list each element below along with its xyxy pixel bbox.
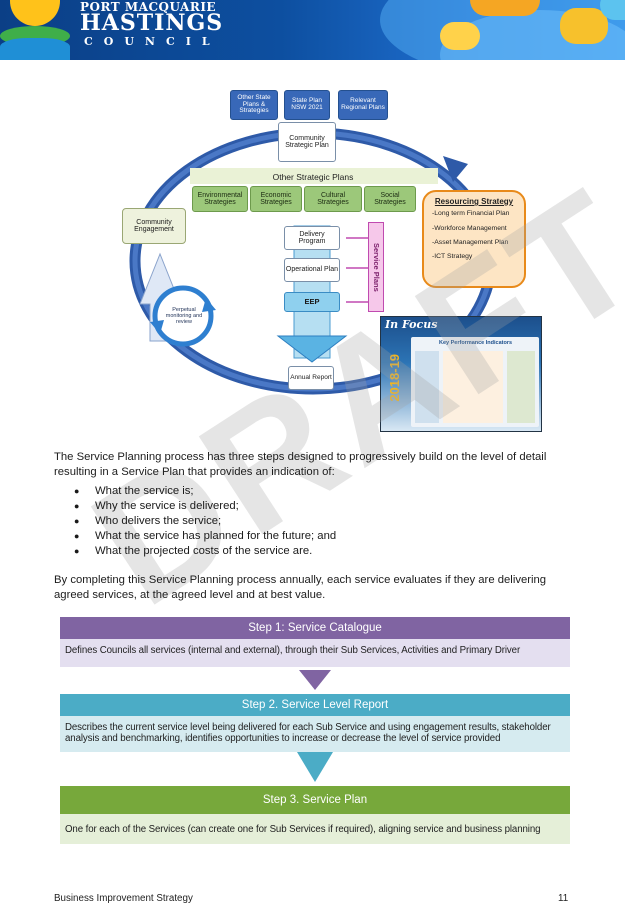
council-name-line2: HASTINGS: [80, 10, 224, 36]
top-box-regional-plans: Relevant Regional Plans: [338, 90, 388, 120]
resourcing-item: -Workforce Management: [432, 224, 507, 232]
bullet-icon: ●: [74, 546, 80, 556]
logo-sea-icon: [0, 38, 70, 60]
logo-sun-icon: [10, 0, 60, 26]
eep-box: EEP: [284, 292, 340, 312]
banner-shape: [560, 8, 608, 44]
council-name-line3: COUNCIL: [84, 35, 221, 48]
in-focus-page: Key Performance Indicators: [411, 337, 539, 427]
delivery-program-box: Delivery Program: [284, 226, 340, 250]
step-2-header: Step 2. Service Level Report: [60, 694, 570, 716]
bullet-item: ● What the projected costs of the service…: [74, 544, 336, 559]
bullet-text: What the projected costs of the service …: [95, 545, 313, 557]
resourcing-item: -Asset Management Plan: [432, 238, 509, 246]
in-focus-column: [415, 351, 439, 423]
perpetual-monitoring-label: Perpetual monitoring and review: [165, 307, 203, 325]
in-focus-column: [507, 351, 535, 423]
in-focus-heading: Key Performance Indicators: [439, 340, 513, 346]
step-3-header: Step 3. Service Plan: [60, 786, 570, 814]
bullet-item: ● Why the service is delivered;: [74, 499, 336, 514]
header-banner: PORT MACQUARIE HASTINGS COUNCIL: [0, 0, 625, 60]
top-box-nsw-2021: State Plan NSW 2021: [284, 90, 330, 120]
step-arrow-down-icon: [299, 670, 331, 690]
closing-paragraph: By completing this Service Planning proc…: [54, 574, 547, 601]
top-box-state-plans: Other State Plans & Strategies: [230, 90, 278, 120]
step-arrow-down-icon: [297, 752, 333, 782]
annual-report-box: Annual Report: [288, 366, 334, 390]
strategy-box-economic: Economic Strategies: [250, 186, 302, 212]
strategy-box-cultural: Cultural Strategies: [304, 186, 362, 212]
bullet-text: What the service is;: [95, 485, 194, 497]
other-strategic-plans-title: Other Strategic Plans: [272, 171, 354, 182]
council-name-line1: PORT MACQUARIE: [80, 0, 217, 14]
bullet-item: ● What the service has planned for the fu…: [74, 529, 336, 544]
bullet-text: What the service has planned for the fut…: [95, 530, 337, 542]
bullet-text: Why the service is delivered;: [95, 500, 239, 512]
resourcing-item: -ICT Strategy: [432, 252, 473, 260]
service-plans-label: Service Plans: [368, 222, 384, 312]
in-focus-thumbnail: In Focus 2018-19 Key Performance Indicat…: [380, 316, 542, 432]
footer-page-number: 11: [558, 893, 569, 904]
step-1-description: Defines Councils all services (internal …: [60, 639, 570, 667]
in-focus-column: [443, 351, 503, 423]
resourcing-strategy-box: Resourcing Strategy -Long term Financial…: [422, 190, 526, 288]
step-2-description: Describes the current service level bein…: [60, 716, 570, 752]
community-strategic-plan-box: Community Strategic Plan: [278, 122, 336, 162]
resourcing-strategy-title: Resourcing Strategy: [434, 197, 514, 206]
bullet-icon: ●: [74, 516, 80, 526]
bullet-item: ● Who delivers the service;: [74, 514, 336, 529]
strategy-box-social: Social Strategies: [364, 186, 416, 212]
service-plan-bullets: ● What the service is; ● Why the service i…: [74, 484, 336, 559]
resourcing-item: -Long term Financial Plan: [432, 210, 510, 218]
intro-paragraph: The Service Planning process has three s…: [54, 451, 547, 478]
community-engagement-box: Community Engagement: [122, 208, 186, 244]
banner-shape: [440, 22, 480, 50]
banner-shape: [600, 0, 625, 20]
operational-plan-box: Operational Plan: [284, 258, 340, 282]
bullet-icon: ●: [74, 501, 80, 511]
step-3-description: One for each of the Services (can create…: [60, 814, 570, 844]
bullet-icon: ●: [74, 486, 80, 496]
banner-shape: [470, 0, 540, 16]
in-focus-title: In Focus: [385, 318, 438, 331]
bullet-text: Who delivers the service;: [95, 515, 222, 527]
in-focus-year: 2018-19: [387, 353, 403, 402]
planning-framework-diagram: Other State Plans & Strategies State Pla…: [118, 86, 548, 434]
bullet-item: ● What the service is;: [74, 484, 336, 499]
strategy-box-environmental: Environmental Strategies: [192, 186, 248, 212]
step-1-header: Step 1: Service Catalogue: [60, 617, 570, 639]
footer-document-title: Business Improvement Strategy: [54, 893, 193, 904]
bullet-icon: ●: [74, 531, 80, 541]
